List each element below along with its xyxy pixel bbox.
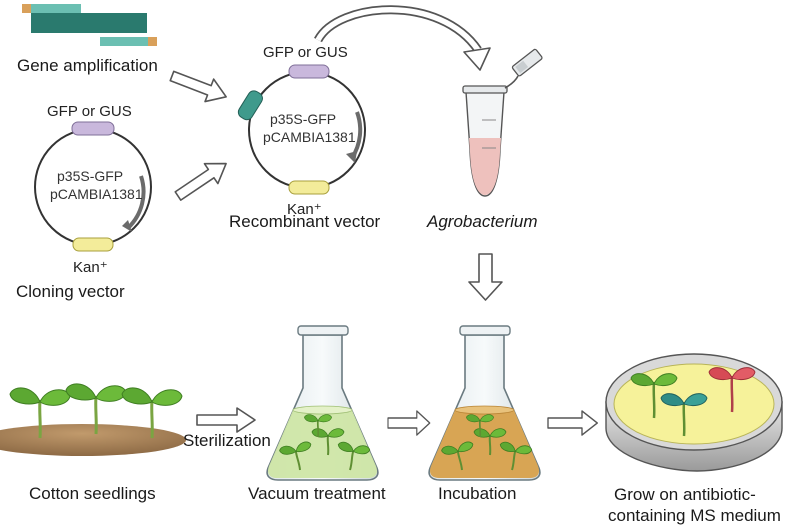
grow-medium-label-line2: containing MS medium xyxy=(608,506,781,525)
recombinant-backbone-label: pCAMBIA1381 xyxy=(263,129,356,145)
selected-seedling-red xyxy=(708,367,756,413)
arrow-recombinant-to-agrobacterium xyxy=(314,5,491,71)
selected-seedling-teal xyxy=(660,393,708,437)
cloning-marker-label: Kan⁺ xyxy=(73,259,108,276)
flask-liquid xyxy=(429,410,540,478)
gene-amplification-label: Gene amplification xyxy=(17,56,158,75)
pcr-product-band xyxy=(31,13,147,33)
tube-cap xyxy=(511,48,543,77)
tube-cap-hinge xyxy=(504,75,519,89)
inserted-gene-segment xyxy=(237,90,263,121)
flask-rim xyxy=(459,325,511,336)
cloning-vector-plasmid xyxy=(34,121,152,252)
tube-rim xyxy=(462,85,508,94)
vacuum-treatment-label: Vacuum treatment xyxy=(248,484,386,503)
petri-dish xyxy=(605,353,783,472)
selected-seedling-green xyxy=(630,373,678,419)
sterilization-label: Sterilization xyxy=(183,431,271,450)
arrow-incubation-to-dish xyxy=(547,410,599,436)
recombinant-vector-label: Recombinant vector xyxy=(229,212,381,231)
primer-end-mark xyxy=(148,37,157,46)
soil-mound xyxy=(0,424,186,456)
flask-liquid xyxy=(267,410,378,478)
plasmid-direction-arrow xyxy=(126,175,146,230)
recombinant-promoter-label: p35S-GFP xyxy=(270,111,336,127)
arrow-agrobacterium-to-incubation xyxy=(468,253,503,301)
kanamycin-marker-segment xyxy=(72,237,114,252)
reporter-gene-segment xyxy=(71,121,115,136)
recombinant-vector-plasmid xyxy=(237,64,366,195)
incubation-flask xyxy=(428,325,541,481)
primer-strand-top xyxy=(31,4,81,13)
cloning-promoter-label: p35S-GFP xyxy=(57,168,123,184)
primer-strand-bottom xyxy=(100,37,148,46)
cloning-backbone-label: pCAMBIA1381 xyxy=(50,186,143,202)
recombinant-marker-label: Kan⁺ xyxy=(287,201,322,218)
primer-end-mark xyxy=(22,4,31,13)
arrow-cloning-to-recombinant xyxy=(170,152,234,207)
flask-rim xyxy=(297,325,349,336)
vacuum-treatment-flask xyxy=(266,325,379,481)
kanamycin-marker-segment xyxy=(288,180,330,195)
cloning-reporter-label: GFP or GUS xyxy=(47,103,132,120)
cotton-seedlings xyxy=(0,382,186,456)
gene-amplification-fragments xyxy=(22,4,157,46)
arrow-gene-to-recombinant xyxy=(166,63,232,109)
arrow-seedlings-to-vacuum xyxy=(196,407,256,433)
arrowhead-icon xyxy=(122,220,132,232)
cotton-seedlings-label: Cotton seedlings xyxy=(29,484,156,503)
cloning-vector-label: Cloning vector xyxy=(16,282,125,301)
recombinant-reporter-label: GFP or GUS xyxy=(263,44,348,61)
incubation-label: Incubation xyxy=(438,484,516,503)
agrobacterium-tube xyxy=(462,48,543,197)
bacterial-culture-liquid xyxy=(469,138,501,195)
reporter-gene-segment xyxy=(288,64,330,79)
arrowhead-icon xyxy=(346,151,357,163)
agrobacterium-label: Agrobacterium xyxy=(426,212,538,231)
arrow-vacuum-to-incubation xyxy=(387,410,431,436)
grow-medium-label-line1: Grow on antibiotic- xyxy=(614,485,756,504)
